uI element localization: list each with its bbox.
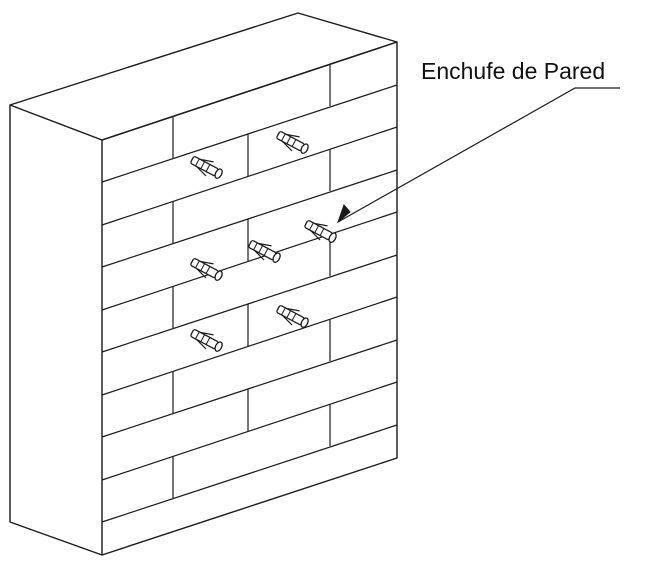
wall-anchors — [190, 131, 337, 352]
callout-leader — [336, 87, 620, 224]
wall-anchor-icon — [248, 240, 281, 263]
wall-anchor-icon — [190, 258, 223, 281]
wall-anchor-icon — [276, 131, 309, 154]
mortar-joints — [101, 65, 398, 523]
wall-top-face — [9, 12, 398, 141]
wall-anchor-icon — [190, 329, 223, 352]
wall-side-face — [9, 105, 103, 556]
wall-front-face — [101, 41, 398, 556]
wall-anchor-icon — [304, 220, 337, 243]
brick-wall — [9, 12, 620, 556]
leader-arrowhead — [336, 204, 351, 224]
wall-anchor-icon — [276, 305, 309, 328]
wall-anchor-icon — [190, 156, 223, 179]
wall-plug-label: Enchufe de Pared — [421, 58, 606, 84]
